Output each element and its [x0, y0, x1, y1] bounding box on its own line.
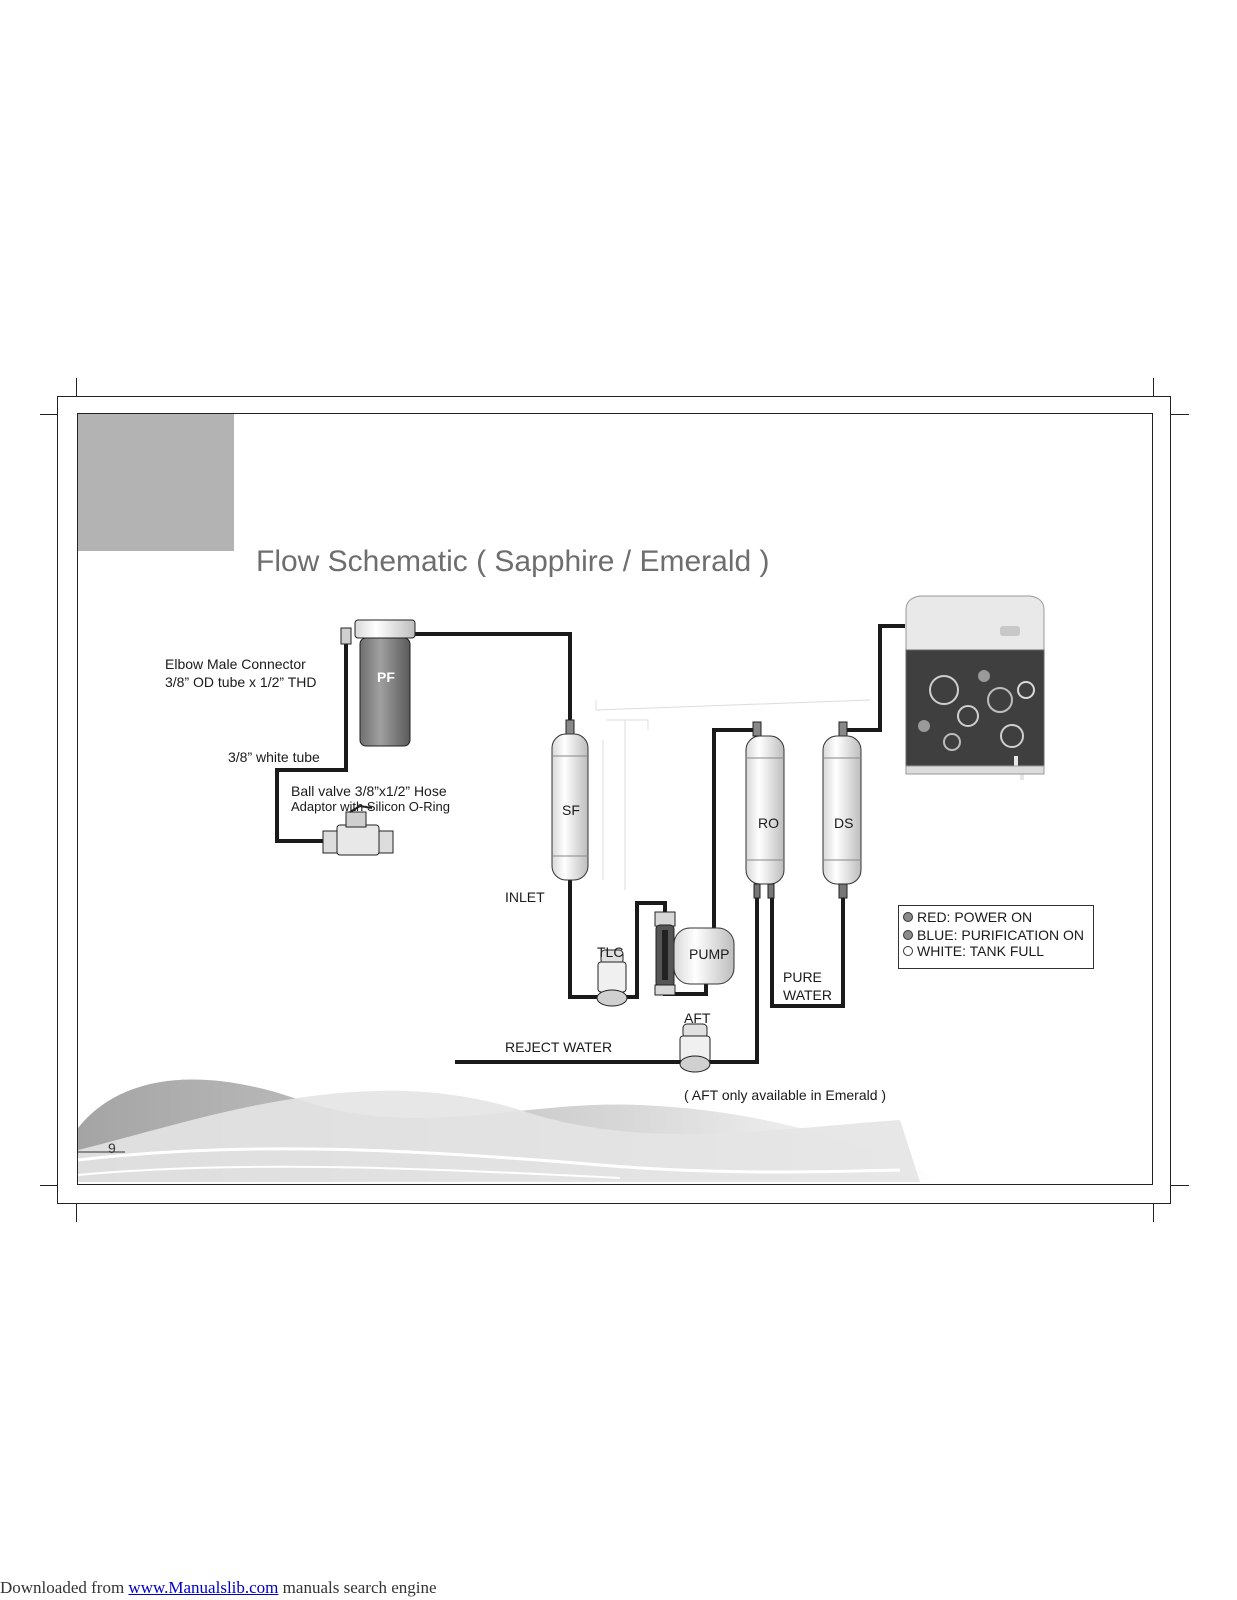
crop-mark: [40, 1185, 57, 1186]
ro-label: RO: [758, 815, 779, 831]
manualslib-link[interactable]: www.Manualslib.com: [128, 1578, 279, 1597]
footer-prefix: Downloaded from: [0, 1578, 129, 1597]
aft-label: AFT: [684, 1010, 711, 1026]
pure-water-label-line2: WATER: [783, 987, 832, 1003]
crop-mark: [40, 414, 57, 415]
aft-note: ( AFT only available in Emerald ): [684, 1087, 887, 1103]
ball-valve-label-line2: Adaptor with Silicon O-Ring: [291, 799, 450, 814]
page-number: 9: [108, 1140, 116, 1156]
download-footer: Downloaded from www.Manualslib.com manua…: [0, 1578, 437, 1598]
white-tube-label: 3/8” white tube: [228, 749, 320, 765]
inlet-label: INLET: [505, 889, 545, 905]
pure-water-label-line1: PURE: [783, 969, 822, 985]
legend-item-blue: BLUE: PURIFICATION ON: [903, 927, 1089, 943]
pf-filter-icon: [340, 619, 416, 747]
legend-dot-icon: [903, 930, 913, 940]
sf-label: SF: [562, 802, 580, 818]
legend-item-label: RED: POWER ON: [917, 909, 1033, 925]
page-title: Flow Schematic ( Sapphire / Emerald ): [256, 545, 770, 578]
footer-suffix: manuals search engine: [278, 1578, 437, 1597]
legend-dot-icon: [903, 912, 913, 922]
ball-valve-label-line1: Ball valve 3/8”x1/2” Hose: [291, 783, 447, 799]
ball-valve-icon: [322, 804, 394, 856]
aft-cartridge-icon: [679, 1023, 711, 1073]
crop-mark: [1153, 378, 1154, 396]
pure-water-label: PURE WATER: [783, 968, 832, 1004]
tlc-label: TLC: [597, 944, 624, 960]
pf-label: PF: [377, 669, 395, 685]
page-frame-inner: [77, 413, 1153, 1185]
decorative-wave: [77, 1079, 940, 1182]
legend-item-label: BLUE: PURIFICATION ON: [917, 927, 1084, 943]
ds-cartridge-icon: [822, 721, 862, 899]
tlc-valve-icon: [596, 949, 628, 1007]
reject-water-label: REJECT WATER: [505, 1039, 613, 1055]
pump-label: PUMP: [689, 946, 730, 962]
legend-item-red: RED: POWER ON: [903, 909, 1089, 925]
header-gray-block: [78, 414, 234, 551]
elbow-connector-label: Elbow Male Connector 3/8” OD tube x 1/2”…: [165, 656, 316, 690]
legend-item-white: WHITE: TANK FULL: [903, 943, 1089, 959]
crop-mark: [1153, 1204, 1154, 1222]
crop-mark: [76, 378, 77, 396]
legend-dot-icon: [903, 946, 913, 956]
ball-valve-label: Ball valve 3/8”x1/2” Hose Adaptor with S…: [291, 783, 450, 815]
water-purifier-image: [905, 595, 1045, 780]
crop-mark: [76, 1204, 77, 1222]
sf-cartridge-icon: [551, 719, 589, 881]
ds-label: DS: [834, 815, 854, 831]
page-frame-outer: [57, 396, 1171, 1204]
elbow-connector-label-line2: 3/8” OD tube x 1/2” THD: [165, 674, 317, 690]
crop-mark: [1171, 414, 1189, 415]
crop-mark: [1171, 1185, 1189, 1186]
indicator-legend: RED: POWER ON BLUE: PURIFICATION ON WHIT…: [898, 905, 1094, 969]
elbow-connector-label-line1: Elbow Male Connector: [165, 656, 306, 672]
ro-cartridge-icon: [745, 721, 785, 899]
legend-item-label: WHITE: TANK FULL: [917, 943, 1045, 959]
pump-icon: [654, 911, 735, 996]
